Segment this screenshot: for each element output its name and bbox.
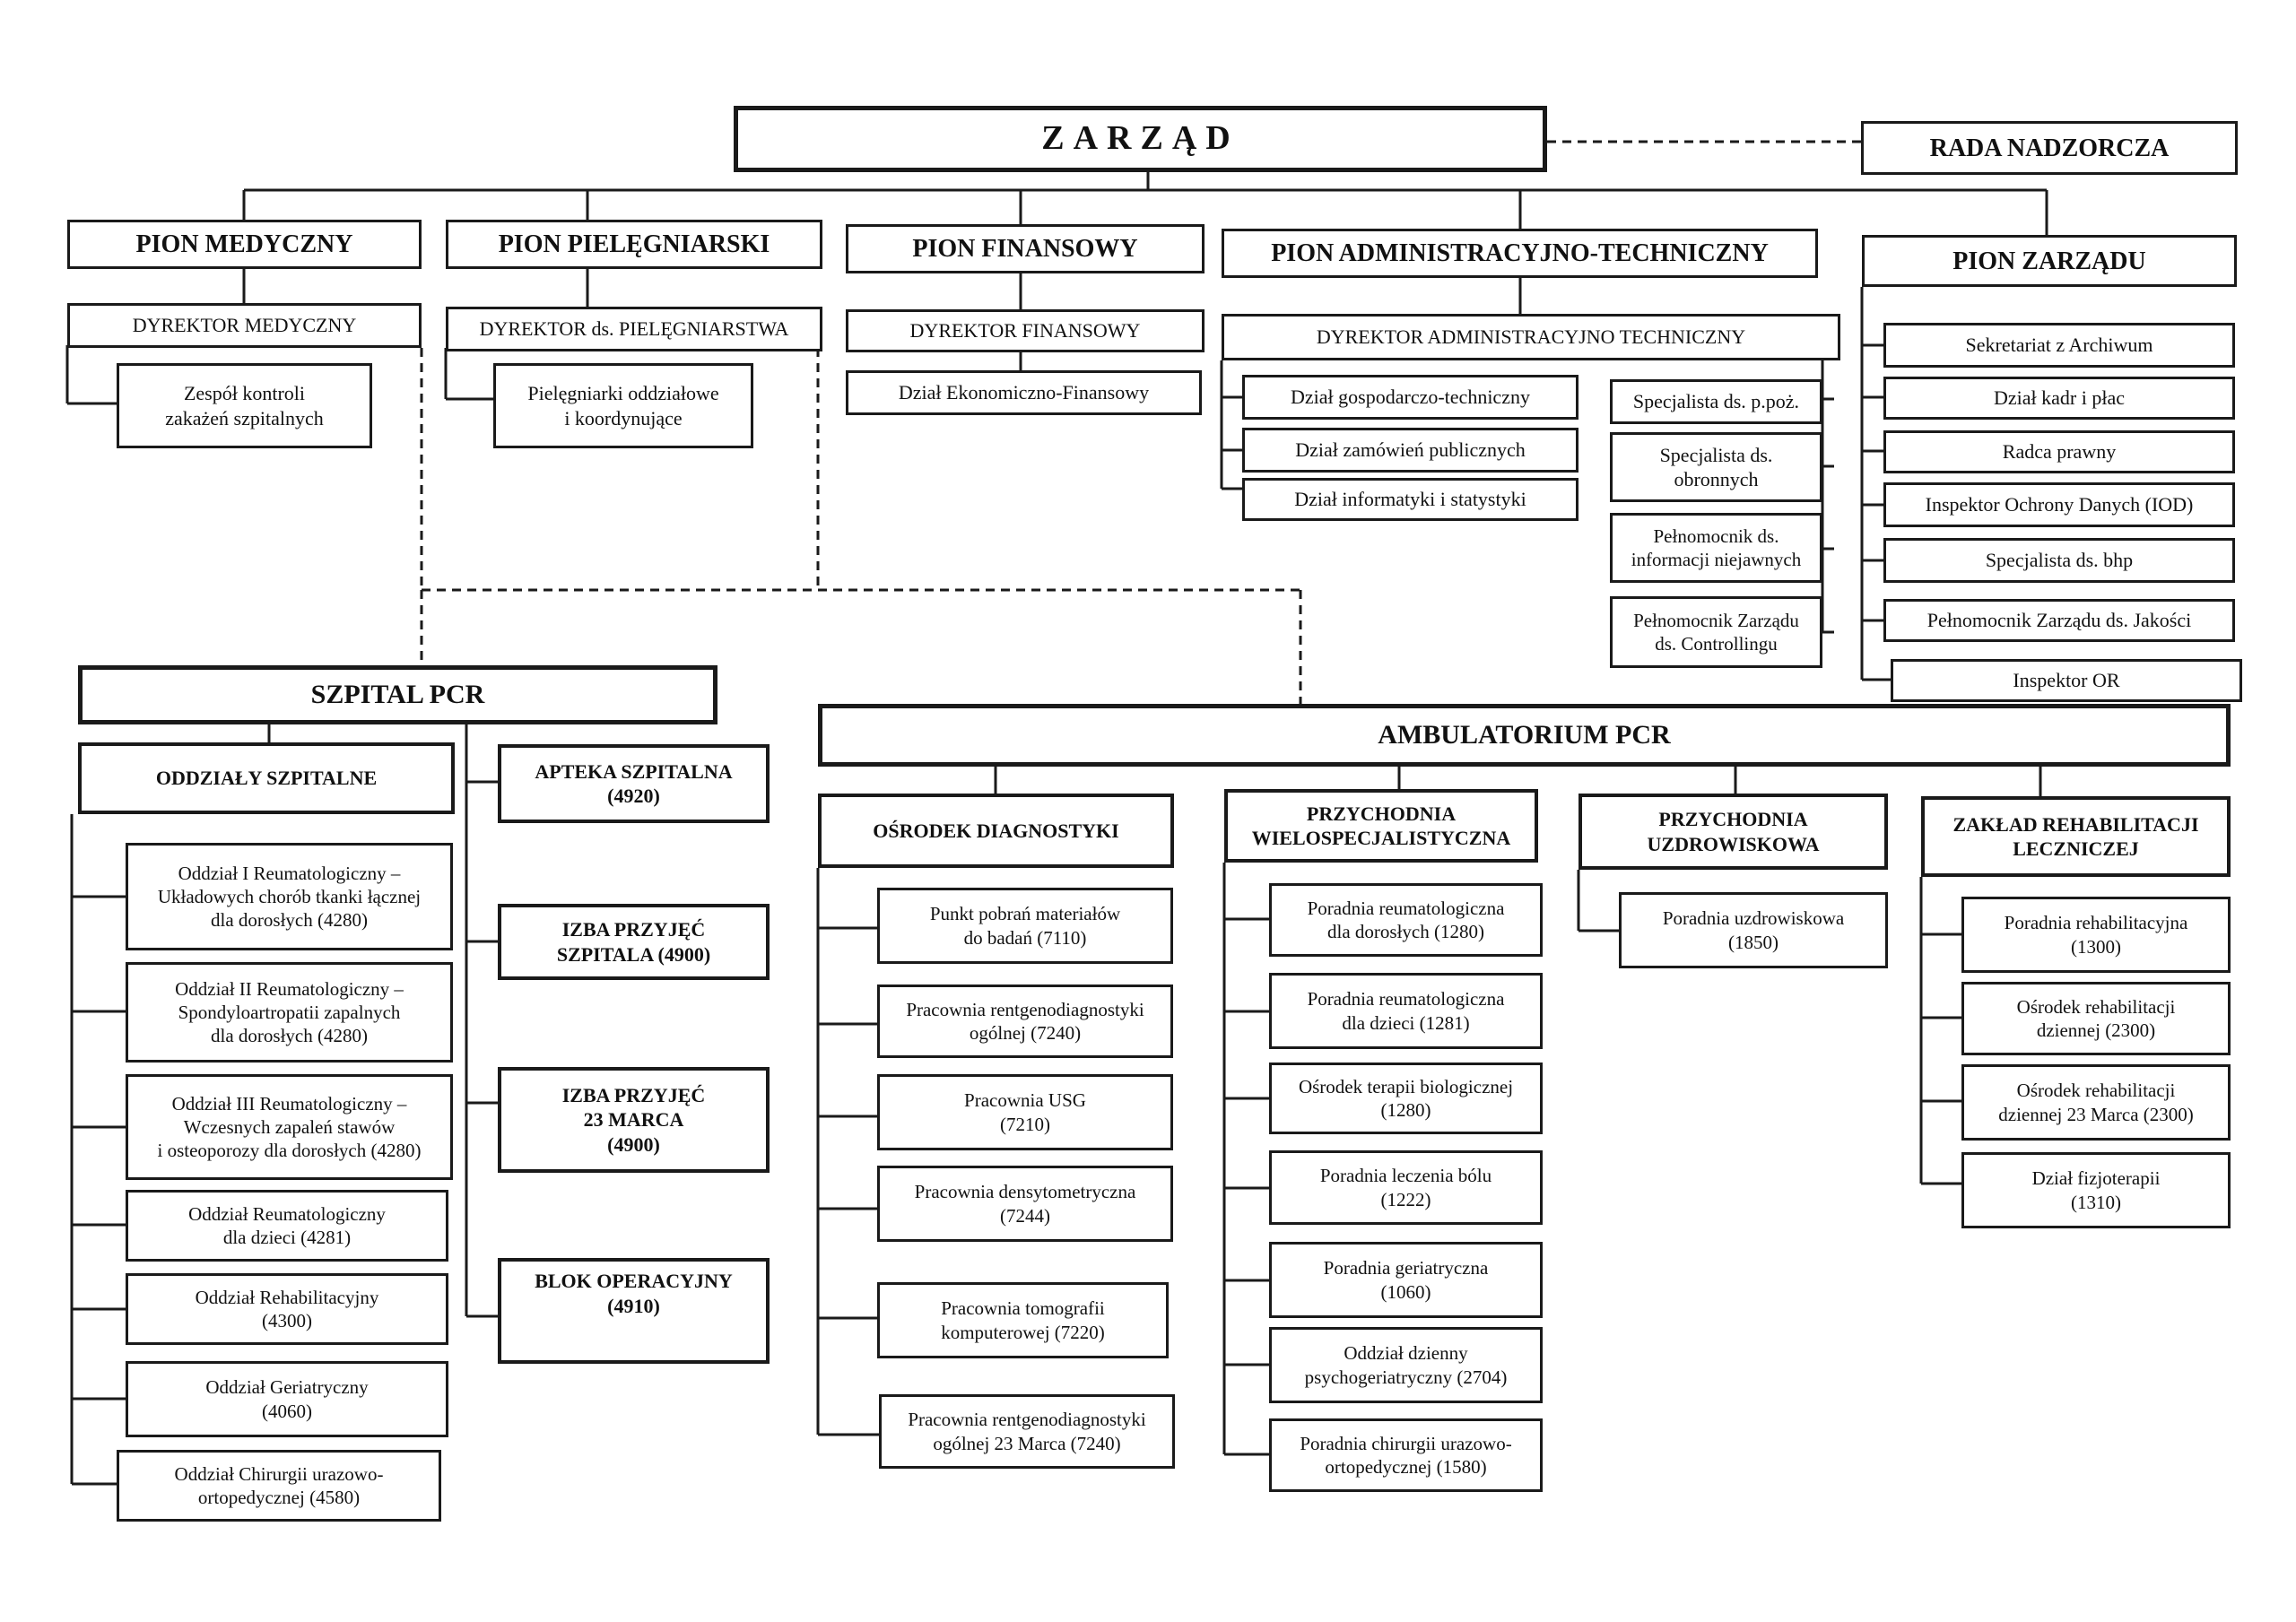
dyrektor-pielegniarstwa-box: DYREKTOR ds. PIELĘGNIARSTWA xyxy=(446,307,822,351)
szpital-pcr-box: SZPITAL PCR xyxy=(78,665,718,724)
pelnomocnik-niejawnych-box: Pełnomocnik ds. informacji niejawnych xyxy=(1610,513,1822,583)
izba-przyjec-szpitala-box: IZBA PRZYJĘĆ SZPITALA (4900) xyxy=(498,904,770,980)
dzial-gospodarczo-techniczny-box: Dział gospodarczo-techniczny xyxy=(1242,375,1578,420)
przychodnia-unit-box: Poradnia reumatologiczna dla dorosłych (… xyxy=(1269,883,1543,957)
inspektor-iod-box: Inspektor Ochrony Danych (IOD) xyxy=(1883,482,2235,527)
pion-pielegniarski-box: PION PIELĘGNIARSKI xyxy=(446,220,822,269)
ambulatorium-pcr-box: AMBULATORIUM PCR xyxy=(818,704,2231,767)
specjalista-obronnych-box: Specjalista ds. obronnych xyxy=(1610,432,1822,502)
przychodnia-unit-box: Poradnia chirurgii urazowo- ortopedyczne… xyxy=(1269,1418,1543,1492)
przychodnia-unit-box: Poradnia leczenia bólu (1222) xyxy=(1269,1150,1543,1225)
oddzialy-szpitalne-box: ODDZIAŁY SZPITALNE xyxy=(78,742,455,814)
przychodnia-uzdrowiskowa-box: PRZYCHODNIA UZDROWISKOWA xyxy=(1578,794,1888,870)
pelnomocnik-jakosci-box: Pełnomocnik Zarządu ds. Jakości xyxy=(1883,599,2235,642)
oddzial-box: Oddział Reumatologiczny dla dzieci (4281… xyxy=(126,1190,448,1262)
dzial-kadr-box: Dział kadr i płac xyxy=(1883,377,2235,420)
zaklad-rehabilitacji-box: ZAKŁAD REHABILITACJI LECZNICZEJ xyxy=(1921,796,2231,877)
pion-medyczny-box: PION MEDYCZNY xyxy=(67,220,422,269)
przychodnia-unit-box: Poradnia reumatologiczna dla dzieci (128… xyxy=(1269,973,1543,1049)
pion-zarzadu-box: PION ZARZĄDU xyxy=(1862,235,2237,287)
diagnostyka-unit-box: Punkt pobrań materiałów do badań (7110) xyxy=(877,888,1173,964)
pion-administracyjno-techniczny-box: PION ADMINISTRACYJNO-TECHNICZNY xyxy=(1222,229,1818,278)
oddzial-box: Oddział I Reumatologiczny – Układowych c… xyxy=(126,843,453,950)
specjalista-bhp-box: Specjalista ds. bhp xyxy=(1883,538,2235,583)
oddzial-box: Oddział II Reumatologiczny – Spondyloart… xyxy=(126,962,453,1063)
diagnostyka-unit-box: Pracownia tomografii komputerowej (7220) xyxy=(877,1282,1169,1358)
rehabilitacja-unit-box: Dział fizjoterapii (1310) xyxy=(1961,1152,2231,1228)
zarzad-box: ZARZĄD xyxy=(734,106,1547,172)
zespol-kontroli-box: Zespół kontroli zakażeń szpitalnych xyxy=(117,363,372,448)
oddzial-box: Oddział Chirurgii urazowo- ortopedycznej… xyxy=(117,1450,441,1522)
dyrektor-finansowy-box: DYREKTOR FINANSOWY xyxy=(846,309,1205,352)
poradnia-uzdrowiskowa-box: Poradnia uzdrowiskowa (1850) xyxy=(1619,892,1888,968)
dzial-zamowien-publicznych-box: Dział zamówień publicznych xyxy=(1242,428,1578,473)
rada-nadzorcza-box: RADA NADZORCZA xyxy=(1861,121,2238,175)
oddzial-box: Oddział Rehabilitacyjny (4300) xyxy=(126,1273,448,1345)
oddzial-box: Oddział Geriatryczny (4060) xyxy=(126,1361,448,1437)
dzial-ekonomiczno-finansowy-box: Dział Ekonomiczno-Finansowy xyxy=(846,370,1202,415)
dzial-informatyki-box: Dział informatyki i statystyki xyxy=(1242,478,1578,521)
pielegniarki-box: Pielęgniarki oddziałowe i koordynujące xyxy=(493,363,753,448)
rehabilitacja-unit-box: Ośrodek rehabilitacji dziennej (2300) xyxy=(1961,982,2231,1055)
dyrektor-medyczny-box: DYREKTOR MEDYCZNY xyxy=(67,303,422,348)
diagnostyka-unit-box: Pracownia rentgenodiagnostyki ogólnej (7… xyxy=(877,984,1173,1058)
specjalista-ppoz-box: Specjalista ds. p.poż. xyxy=(1610,379,1822,424)
oddzial-box: Oddział III Reumatologiczny – Wczesnych … xyxy=(126,1074,453,1180)
rehabilitacja-unit-box: Ośrodek rehabilitacji dziennej 23 Marca … xyxy=(1961,1064,2231,1141)
rehabilitacja-unit-box: Poradnia rehabilitacyjna (1300) xyxy=(1961,897,2231,973)
blok-operacyjny-box: BLOK OPERACYJNY (4910) xyxy=(498,1258,770,1364)
pion-finansowy-box: PION FINANSOWY xyxy=(846,224,1205,273)
przychodnia-wielospecjalistyczna-box: PRZYCHODNIA WIELOSPECJALISTYCZNA xyxy=(1224,789,1538,863)
pelnomocnik-controllingu-box: Pełnomocnik Zarządu ds. Controllingu xyxy=(1610,596,1822,668)
osrodek-diagnostyki-box: OŚRODEK DIAGNOSTYKI xyxy=(818,794,1174,868)
przychodnia-unit-box: Ośrodek terapii biologicznej (1280) xyxy=(1269,1063,1543,1134)
izba-przyjec-23-marca-box: IZBA PRZYJĘĆ 23 MARCA (4900) xyxy=(498,1067,770,1173)
inspektor-or-box: Inspektor OR xyxy=(1891,659,2242,702)
diagnostyka-unit-box: Pracownia rentgenodiagnostyki ogólnej 23… xyxy=(879,1394,1175,1469)
przychodnia-unit-box: Oddział dzienny psychogeriatryczny (2704… xyxy=(1269,1327,1543,1403)
sekretariat-box: Sekretariat z Archiwum xyxy=(1883,323,2235,368)
diagnostyka-unit-box: Pracownia densytometryczna (7244) xyxy=(877,1166,1173,1242)
przychodnia-unit-box: Poradnia geriatryczna (1060) xyxy=(1269,1242,1543,1318)
diagnostyka-unit-box: Pracownia USG (7210) xyxy=(877,1074,1173,1150)
apteka-szpitalna-box: APTEKA SZPITALNA (4920) xyxy=(498,744,770,823)
dyrektor-administracyjny-box: DYREKTOR ADMINISTRACYJNO TECHNICZNY xyxy=(1222,314,1840,360)
radca-prawny-box: Radca prawny xyxy=(1883,430,2235,473)
